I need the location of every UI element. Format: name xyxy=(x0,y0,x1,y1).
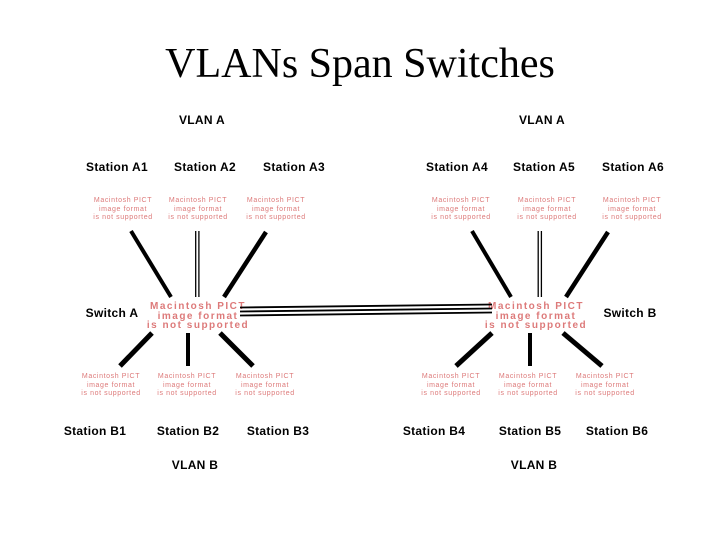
station-a2-label: Station A2 xyxy=(174,160,236,174)
trunk-link-line xyxy=(239,307,493,313)
pict-placeholder-station-b2: Macintosh PICT image format is not suppo… xyxy=(157,373,217,397)
station-b2-label: Station B2 xyxy=(156,424,220,438)
station-a5-label: Station A5 xyxy=(513,160,575,174)
station-a1-label: Station A1 xyxy=(86,160,148,174)
link-switch-b-b6 xyxy=(561,331,604,368)
link-a4-switch-b xyxy=(470,229,513,299)
vlan-b-label-right: VLAN B xyxy=(510,458,558,472)
pict-placeholder-station-a1: Macintosh PICT image format is not suppo… xyxy=(93,197,153,221)
vlan-a-label-right: VLAN A xyxy=(518,113,566,127)
switch-b-label: Switch B xyxy=(603,306,657,320)
trunk-link-line xyxy=(239,303,493,309)
station-b5-label: Station B5 xyxy=(498,424,562,438)
pict-placeholder-station-b5: Macintosh PICT image format is not suppo… xyxy=(498,373,558,397)
vlan-a-label-left: VLAN A xyxy=(178,113,226,127)
pict-placeholder-station-a2: Macintosh PICT image format is not suppo… xyxy=(168,197,228,221)
pict-placeholder-station-a5: Macintosh PICT image format is not suppo… xyxy=(517,197,577,221)
pict-placeholder-station-a3: Macintosh PICT image format is not suppo… xyxy=(246,197,306,221)
station-a4-label: Station A4 xyxy=(426,160,488,174)
trunk-link-line xyxy=(239,311,493,317)
station-a3-label: Station A3 xyxy=(263,160,325,174)
station-a6-label: Station A6 xyxy=(602,160,664,174)
station-b3-label: Station B3 xyxy=(246,424,310,438)
station-b4-label: Station B4 xyxy=(402,424,466,438)
link-a3-switch-a xyxy=(222,230,268,299)
slide-title: VLANs Span Switches xyxy=(165,41,555,87)
pict-placeholder-switch-b: Macintosh PICT image format is not suppo… xyxy=(484,301,588,331)
pict-placeholder-switch-a: Macintosh PICT image format is not suppo… xyxy=(146,301,250,331)
link-switch-a-b3 xyxy=(218,331,255,368)
pict-placeholder-station-b3: Macintosh PICT image format is not suppo… xyxy=(235,373,295,397)
link-switch-b-b4 xyxy=(454,331,494,368)
pict-placeholder-station-b1: Macintosh PICT image format is not suppo… xyxy=(81,373,141,397)
pict-placeholder-station-a6: Macintosh PICT image format is not suppo… xyxy=(602,197,662,221)
link-a6-switch-b xyxy=(564,230,610,299)
link-a1-switch-a xyxy=(129,229,173,299)
pict-placeholder-station-a4: Macintosh PICT image format is not suppo… xyxy=(431,197,491,221)
pict-placeholder-station-b4: Macintosh PICT image format is not suppo… xyxy=(421,373,481,397)
vlan-b-label-left: VLAN B xyxy=(171,458,219,472)
switch-a-label: Switch A xyxy=(85,306,139,320)
station-b6-label: Station B6 xyxy=(585,424,649,438)
link-switch-a-b1 xyxy=(118,331,154,368)
station-b1-label: Station B1 xyxy=(63,424,127,438)
pict-placeholder-station-b6: Macintosh PICT image format is not suppo… xyxy=(575,373,635,397)
